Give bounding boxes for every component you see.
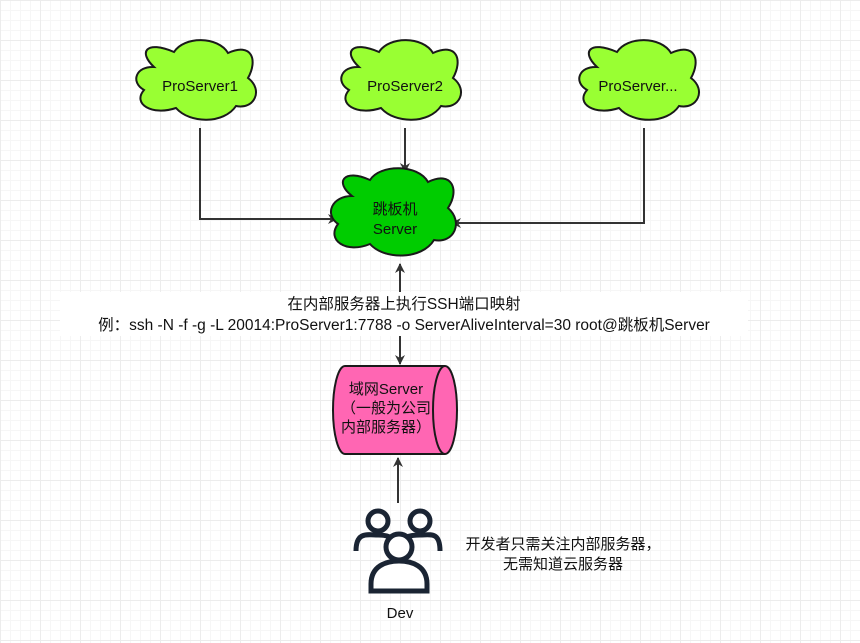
jump-server-label-line2: Server [372, 221, 418, 238]
proserver1-label: ProServer1 [162, 78, 238, 95]
tunnel-label-line1: 在内部服务器上执行SSH端口映射 [287, 296, 521, 313]
developer-note: 开发者只需关注内部服务器， 无需知道云服务器 [448, 535, 678, 575]
tunnel-label: 在内部服务器上执行SSH端口映射 例：ssh -N -f -g -L 20014… [60, 294, 748, 336]
lan-server-label-line2: （一般为公司 [340, 400, 431, 417]
jump-server-label-line1: 跳板机 [372, 201, 418, 218]
edge-proserver1-to-jump [199, 128, 338, 224]
cloud-jump-server[interactable] [330, 167, 457, 257]
tunnel-label-background [60, 292, 748, 336]
proserver2-label: ProServer2 [367, 78, 443, 95]
tunnel-label-line2: 例：ssh -N -f -g -L 20014:ProServer1:7788 … [98, 317, 710, 334]
proserver-more-label: ProServer... [598, 78, 678, 95]
lan-server-label-line3: 内部服务器） [340, 419, 431, 436]
cylinder-lan-server[interactable] [332, 365, 458, 455]
lan-server-label-line1: 域网Server [348, 381, 424, 398]
cloud-proserver-more[interactable] [578, 39, 700, 121]
cloud-proserver2[interactable] [340, 39, 462, 121]
developer-note-line1: 开发者只需关注内部服务器， [465, 536, 661, 553]
users-icon [353, 508, 443, 594]
dev-label: Dev [386, 605, 414, 622]
edge-proserver-more-to-jump [451, 128, 645, 228]
cloud-proserver1[interactable] [135, 39, 257, 121]
developer-note-line2: 无需知道云服务器 [502, 556, 623, 573]
jump-server-label: 跳板机 Server [340, 200, 450, 240]
lan-server-label: 域网Server （一般为公司 内部服务器） [330, 380, 442, 437]
